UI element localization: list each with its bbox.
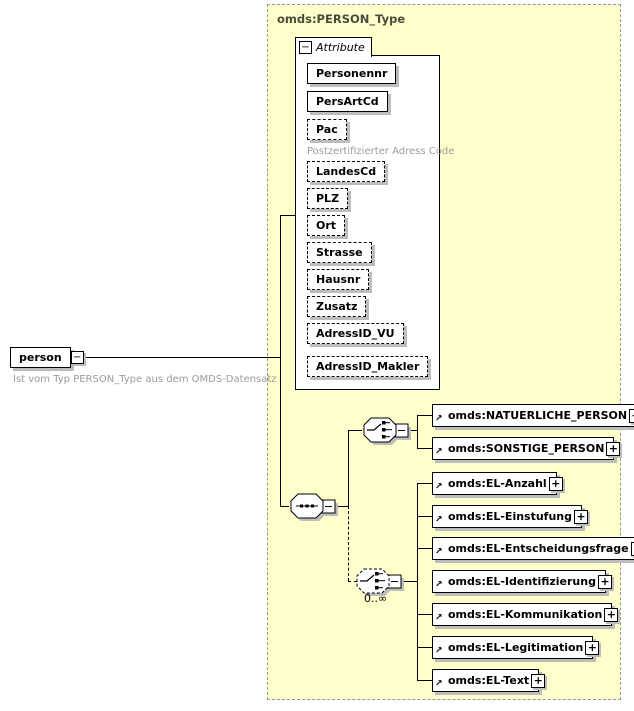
reference-arrow-icon: ↗ (435, 515, 443, 525)
attributes-tab-label: Attribute (316, 41, 365, 54)
element-label: omds:EL-Anzahl (448, 477, 547, 490)
connector-line (280, 506, 289, 507)
attribute-adressid-vu[interactable]: AdressID_VU (307, 323, 404, 344)
element-label: omds:EL-Legitimation (448, 641, 584, 654)
connector-line (417, 415, 418, 449)
connector-line (417, 516, 432, 517)
attribute-personennr[interactable]: Personennr (307, 63, 397, 84)
expand-icon[interactable]: + (630, 541, 634, 556)
person-annotation: Ist vom Typ PERSON_Type aus dem OMDS-Dat… (13, 374, 277, 385)
attribute-adressid-makler[interactable]: AdressID_Makler (307, 356, 429, 377)
reference-arrow-icon: ↗ (435, 447, 443, 457)
connector-line (335, 506, 348, 507)
occurrence-label: 0..∞ (364, 592, 388, 605)
element-label: omds:EL-Einstufung (448, 510, 573, 523)
attribute-zusatz[interactable]: Zusatz (307, 296, 367, 317)
connector-line-optional (348, 581, 357, 582)
connector-line (417, 680, 432, 681)
expand-icon[interactable]: + (597, 574, 612, 589)
connector-line (401, 581, 417, 582)
element-sonstige-person[interactable]: ↗ omds:SONSTIGE_PERSON + (432, 437, 621, 460)
element-label: omds:NATUERLICHE_PERSON (448, 409, 628, 422)
person-type-title: omds:PERSON_Type (277, 12, 406, 26)
collapse-icon[interactable]: − (70, 351, 84, 364)
expand-icon[interactable]: + (531, 673, 546, 688)
connector-line (417, 614, 432, 615)
reference-arrow-icon: ↗ (435, 580, 443, 590)
connector-line (417, 415, 432, 416)
connector-line (408, 430, 417, 431)
connector-line (280, 215, 295, 216)
connector-line (348, 430, 362, 431)
connector-line (348, 430, 349, 507)
element-el-text[interactable]: ↗ omds:EL-Text + (432, 669, 546, 692)
attribute-pac[interactable]: Pac (307, 119, 347, 140)
person-element-label: person (19, 351, 62, 364)
connector-line (417, 483, 418, 681)
pac-annotation: Postzertifizierter Adress Code (307, 146, 455, 157)
attribute-ort[interactable]: Ort (307, 215, 346, 236)
element-label: omds:EL-Kommunikation (448, 608, 603, 621)
attribute-hausnr[interactable]: Hausnr (307, 269, 370, 290)
connector-line (417, 483, 432, 484)
reference-arrow-icon: ↗ (435, 613, 443, 623)
expand-icon[interactable]: + (604, 607, 619, 622)
element-el-kommunikation[interactable]: ↗ omds:EL-Kommunikation + (432, 603, 619, 626)
element-el-anzahl[interactable]: ↗ omds:EL-Anzahl + (432, 472, 563, 495)
connector-line (76, 357, 280, 358)
attribute-landescd[interactable]: LandesCd (307, 161, 386, 182)
element-label: omds:EL-Identifizierung (448, 575, 596, 588)
element-el-einstufung[interactable]: ↗ omds:EL-Einstufung + (432, 505, 589, 528)
connector-line-optional (348, 506, 349, 581)
choice-icon-optional[interactable] (355, 566, 405, 598)
collapse-icon[interactable]: − (299, 41, 312, 54)
connector-line (417, 548, 432, 549)
expand-icon[interactable]: + (548, 476, 563, 491)
attribute-strasse[interactable]: Strasse (307, 242, 372, 263)
element-natuerliche-person[interactable]: ↗ omds:NATUERLICHE_PERSON + (432, 404, 634, 427)
choice-icon[interactable] (362, 415, 412, 447)
attributes-tab[interactable]: − Attribute (295, 37, 372, 57)
reference-arrow-icon: ↗ (435, 414, 443, 424)
sequence-icon[interactable] (289, 491, 339, 523)
expand-icon[interactable]: + (574, 509, 589, 524)
element-label: omds:EL-Entscheidungsfrage (448, 542, 629, 555)
element-el-legitimation[interactable]: ↗ omds:EL-Legitimation + (432, 636, 600, 659)
reference-arrow-icon: ↗ (435, 679, 443, 689)
attribute-persartcd[interactable]: PersArtCd (307, 91, 388, 112)
reference-arrow-icon: ↗ (435, 646, 443, 656)
element-el-identifizierung[interactable]: ↗ omds:EL-Identifizierung + (432, 570, 612, 593)
element-label: omds:SONSTIGE_PERSON (448, 442, 605, 455)
expand-icon[interactable]: + (629, 408, 634, 423)
element-label: omds:EL-Text (448, 674, 530, 687)
element-el-entscheidungsfrage[interactable]: ↗ omds:EL-Entscheidungsfrage + (432, 537, 634, 560)
attribute-plz[interactable]: PLZ (307, 188, 349, 209)
reference-arrow-icon: ↗ (435, 547, 443, 557)
person-element[interactable]: person − (10, 347, 84, 368)
connector-line (417, 647, 432, 648)
expand-icon[interactable]: + (585, 640, 600, 655)
expand-icon[interactable]: + (606, 441, 621, 456)
connector-line (280, 215, 281, 507)
connector-line (417, 448, 432, 449)
reference-arrow-icon: ↗ (435, 482, 443, 492)
